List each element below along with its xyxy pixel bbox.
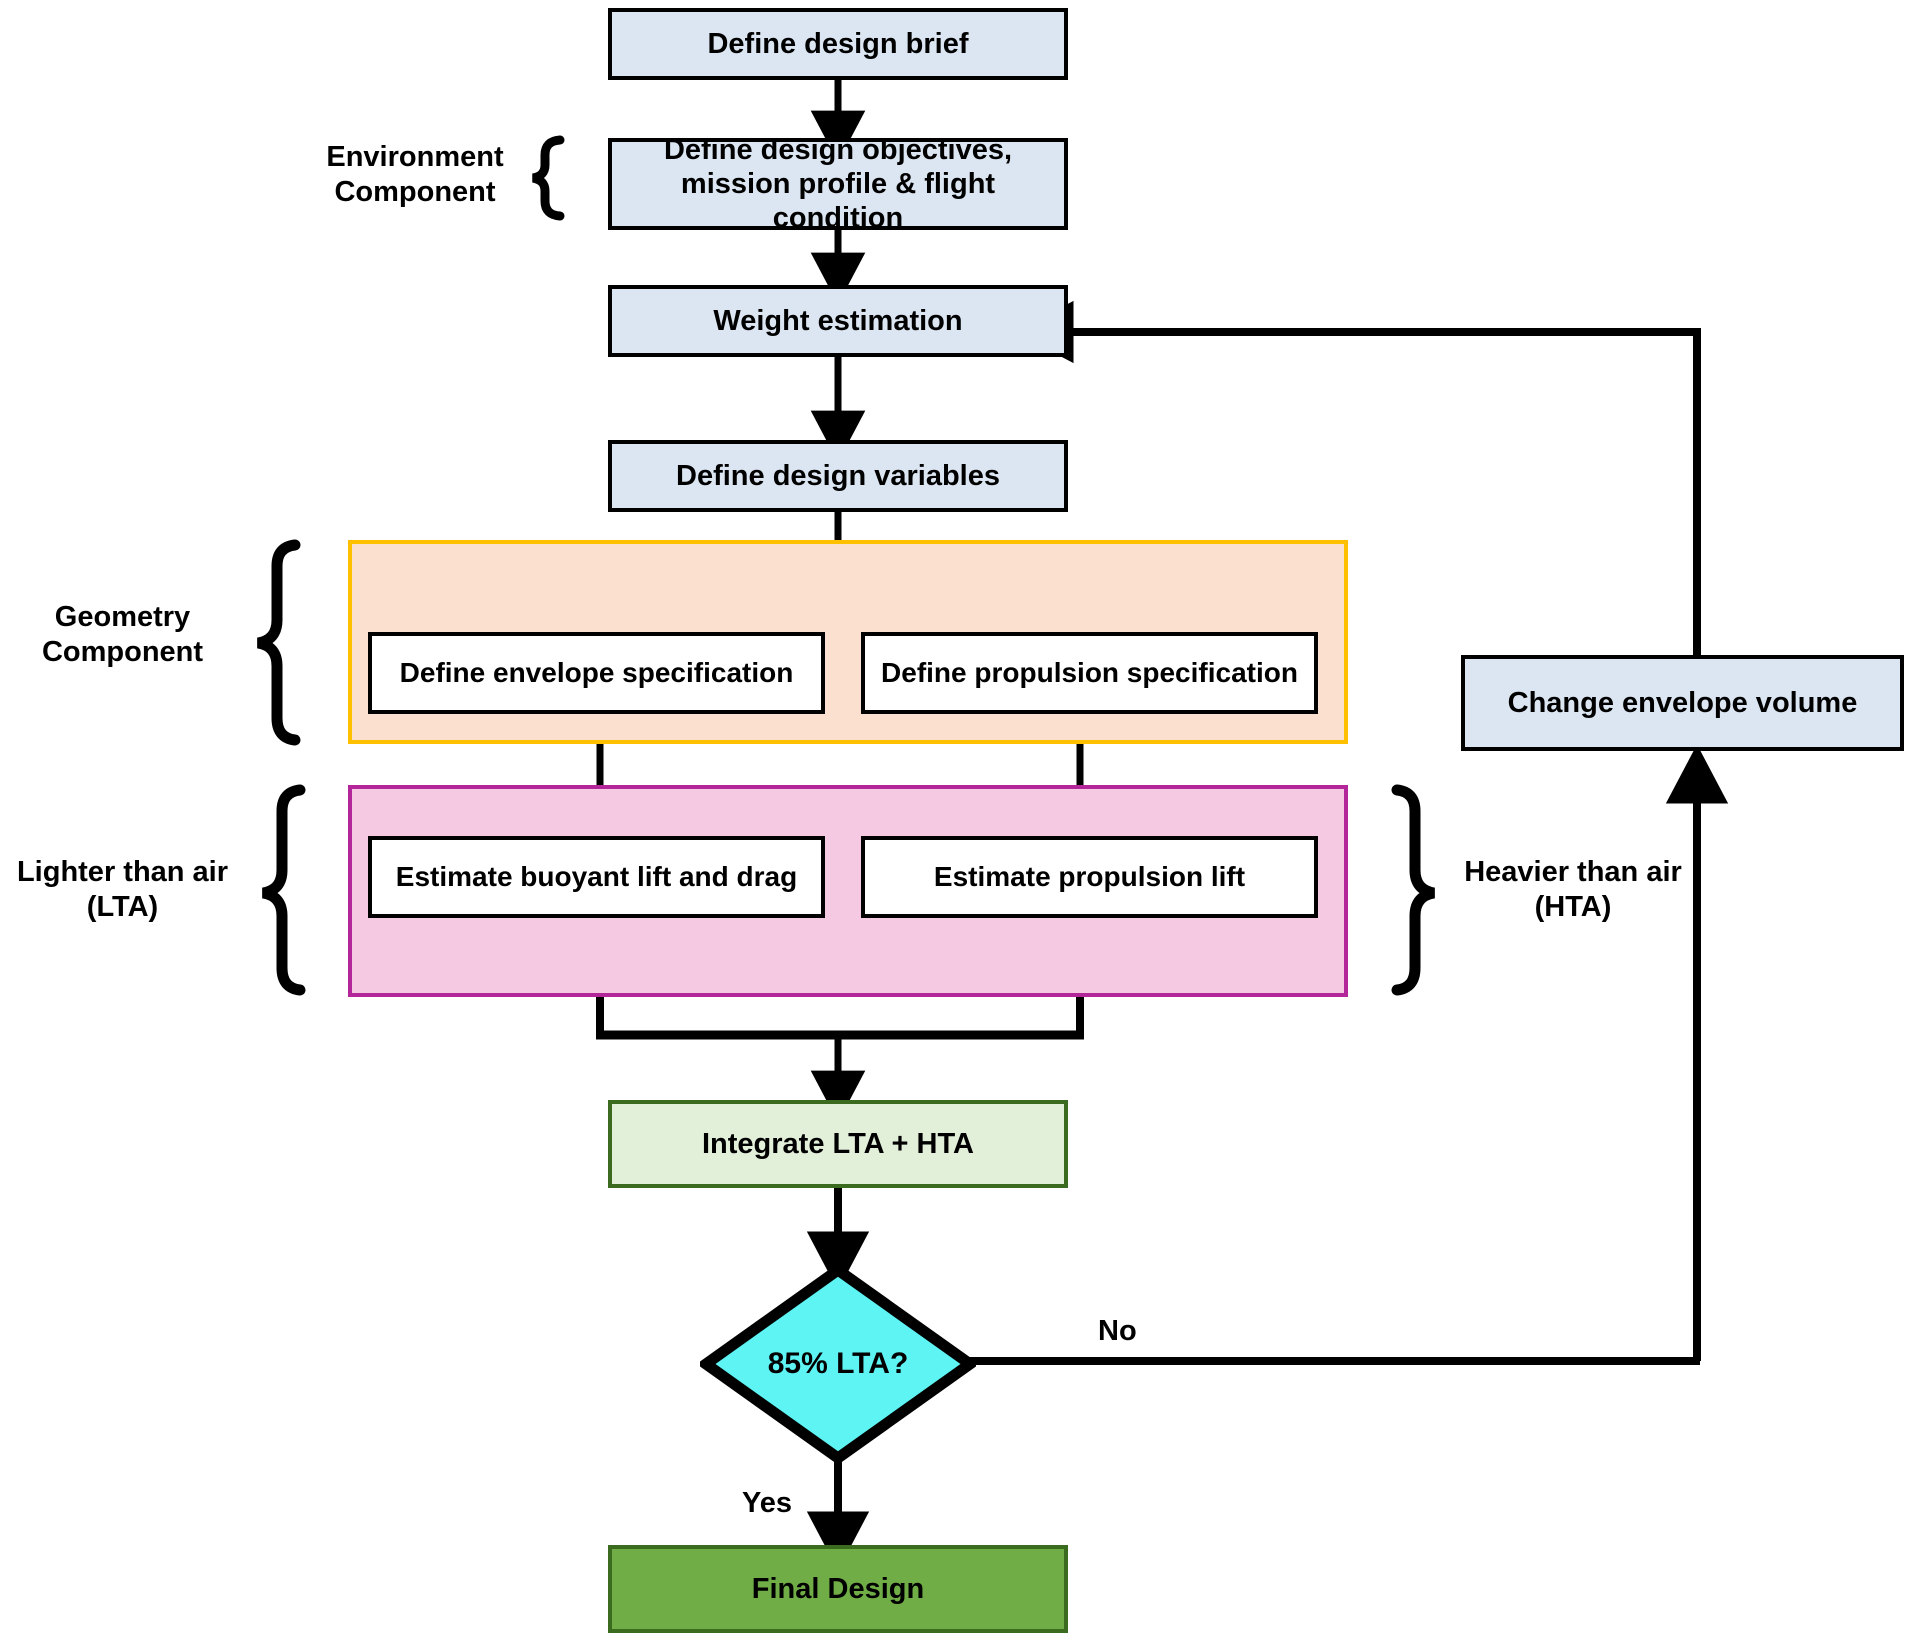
label-hta-line2: (HTA) xyxy=(1534,891,1612,924)
label-heavier-than-air: Heavier than air (HTA) xyxy=(1448,855,1698,926)
label-geometry-line2: Component xyxy=(41,636,204,669)
label-environment-line2: Component xyxy=(334,176,496,209)
node-estimate-propulsion-lift[interactable]: Estimate propulsion lift xyxy=(861,836,1318,918)
label-environment-component: Environment Component xyxy=(300,140,530,211)
node-integrate-lta-hta[interactable]: Integrate LTA + HTA xyxy=(608,1100,1068,1188)
label-lta-line2: (LTA) xyxy=(86,891,159,924)
node-define-envelope-specification[interactable]: Define envelope specification xyxy=(368,632,825,714)
edge-label-yes: Yes xyxy=(742,1487,792,1519)
label-lta-line1: Lighter than air xyxy=(16,856,229,888)
brace-geometry xyxy=(256,539,301,746)
brace-hta xyxy=(1391,784,1436,996)
node-define-design-objectives[interactable]: Define design objectives, mission profil… xyxy=(608,134,1068,234)
node-decision-85-lta[interactable]: 85% LTA? xyxy=(696,1263,980,1465)
node-define-design-variables[interactable]: Define design variables xyxy=(608,440,1068,512)
edge-label-no: No xyxy=(1098,1315,1137,1347)
node-estimate-buoyant-lift-and-drag[interactable]: Estimate buoyant lift and drag xyxy=(368,836,825,918)
label-hta-line1: Heavier than air xyxy=(1464,856,1682,888)
node-weight-estimation[interactable]: Weight estimation xyxy=(608,285,1068,357)
decision-diamond-shape xyxy=(696,1263,980,1465)
label-lighter-than-air: Lighter than air (LTA) xyxy=(0,855,245,926)
node-define-design-brief[interactable]: Define design brief xyxy=(608,8,1068,80)
brace-lta xyxy=(261,784,306,996)
node-change-envelope-volume[interactable]: Change envelope volume xyxy=(1461,655,1904,751)
brace-environment xyxy=(532,135,565,221)
decision-label: 85% LTA? xyxy=(767,1347,909,1380)
label-geometry-component: Geometry Component xyxy=(10,600,235,671)
node-define-propulsion-specification[interactable]: Define propulsion specification xyxy=(861,632,1318,714)
label-geometry-line1: Geometry xyxy=(54,601,191,633)
label-environment-line1: Environment xyxy=(326,141,504,173)
node-final-design[interactable]: Final Design xyxy=(608,1545,1068,1633)
